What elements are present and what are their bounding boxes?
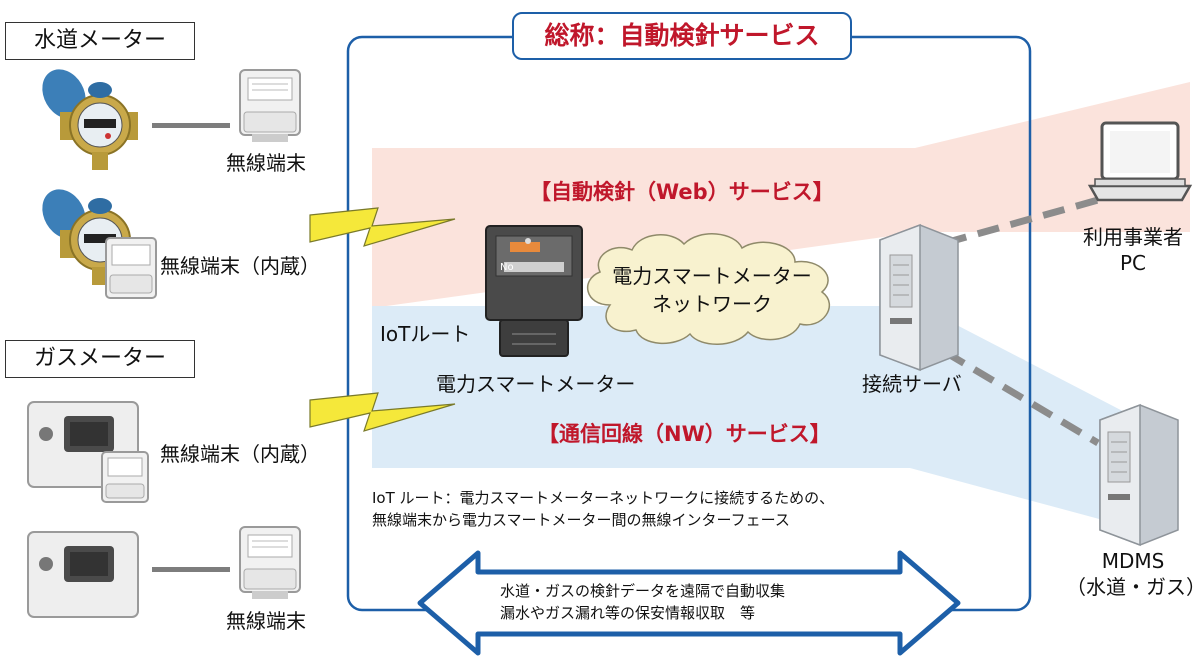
wireless-terminal-label: 無線端末: [226, 609, 306, 633]
iot-route-note: IoT ルート：電力スマートメーターネットワークに接続するための、 無線端末から…: [372, 487, 834, 531]
water-meter-header: 水道メーター: [5, 22, 195, 60]
arrow-text: 水道・ガスの検針データを遠隔で自動収集 漏水やガス漏れ等の保安情報収取 等: [500, 580, 785, 624]
nw-service-label: 【通信回線（NW）サービス】: [538, 422, 831, 446]
pc-label: 利用事業者 PC: [1070, 224, 1196, 276]
pc-label-line1: 利用事業者: [1083, 225, 1183, 249]
wireless-terminal-label: 無線端末: [226, 151, 306, 175]
web-service-label: 【自動検針（Web）サービス】: [530, 180, 834, 204]
double-arrow: [417, 550, 961, 656]
wireless-terminal-icon: [239, 526, 301, 599]
main-title: 総称：自動検針サービス: [512, 12, 852, 60]
cloud-label-line1: 電力スマートメーター: [612, 264, 812, 288]
mdms-label: MDMS （水道・ガス）: [1066, 548, 1200, 600]
note-line2: 無線端末から電力スマートメーター間の無線インターフェース: [372, 511, 790, 529]
server-icon: [879, 223, 959, 372]
water-meter-builtin-icon: [42, 189, 157, 299]
dashed-line-mdms: [943, 348, 1100, 447]
arrow-text-line1: 水道・ガスの検針データを遠隔で自動収集: [500, 582, 786, 600]
dashed-line-pc: [944, 196, 1099, 247]
meter-no-label: No: [500, 262, 514, 273]
lightning-bolt-icon: [309, 392, 456, 432]
gas-meter-header: ガスメーター: [5, 340, 195, 378]
nw-service-band: [372, 306, 1140, 530]
iot-route-label: IoTルート: [380, 322, 471, 346]
laptop-pc-icon: [1087, 121, 1193, 202]
water-connector-line: [152, 123, 230, 128]
mdms-server-icon: [1099, 403, 1179, 547]
cloud-label-line2: ネットワーク: [652, 292, 772, 316]
network-cloud-icon: [586, 233, 830, 345]
cloud-label: 電力スマートメーター ネットワーク: [612, 262, 812, 318]
wireless-terminal-builtin-label: 無線端末（内蔵）: [160, 442, 320, 466]
pc-label-line2: PC: [1119, 251, 1147, 275]
mdms-label-line1: MDMS: [1101, 549, 1165, 573]
arrow-text-line2: 漏水やガス漏れ等の保安情報収取 等: [500, 604, 756, 622]
note-line1: IoT ルート：電力スマートメーターネットワークに接続するための、: [372, 489, 835, 507]
wireless-terminal-icon: [239, 69, 301, 142]
smart-meter-label: 電力スマートメーター: [436, 372, 636, 396]
lightning-bolt-icon: [309, 207, 456, 247]
mdms-label-line2: （水道・ガス）: [1066, 575, 1200, 599]
server-label: 接続サーバ: [862, 372, 962, 396]
smart-meter-icon: [485, 225, 583, 357]
gas-meter-icon: [27, 531, 139, 618]
gas-connector-line: [152, 567, 230, 572]
wireless-terminal-builtin-label: 無線端末（内蔵）: [160, 254, 320, 278]
water-meter-icon: [42, 69, 138, 170]
gas-meter-builtin-icon: [27, 401, 149, 503]
